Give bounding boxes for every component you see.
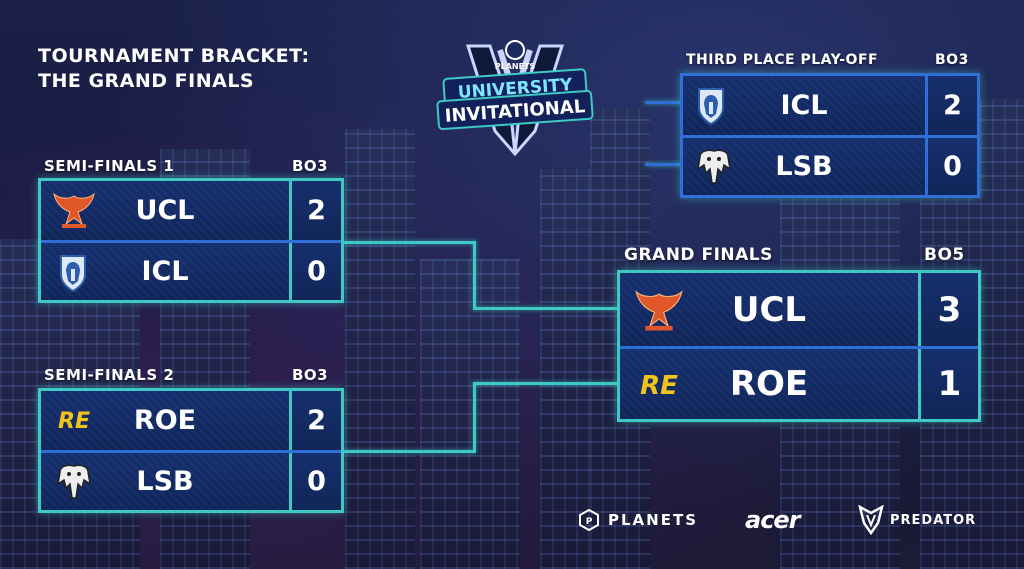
lsb-elephant-icon (691, 144, 737, 190)
team-score: 0 (925, 138, 977, 195)
sponsor-planets: P PLANETS (578, 505, 698, 535)
predator-text: PREDATOR (890, 512, 977, 528)
third-match: ICL 2 LSB 0 (680, 73, 980, 198)
team-score: 2 (925, 76, 977, 135)
semi2-row-2: LSB 0 (41, 450, 341, 510)
team-score: 0 (289, 243, 341, 300)
logo-top-text: PLANETS (495, 62, 536, 71)
icl-helmet-icon (55, 251, 91, 295)
team-cell: LSB (41, 453, 289, 510)
final-row-1: UCL 3 (620, 273, 978, 346)
third-row-1: ICL 2 (683, 76, 977, 135)
connector-lower-vertical (473, 382, 476, 453)
team-score: 3 (918, 273, 978, 346)
semi1-row-1: UCL 2 (41, 181, 341, 240)
semi1-label: SEMI-FINALS 1 (44, 157, 175, 175)
final-row-2: RE ROE 1 (620, 346, 978, 419)
planets-logo-icon: P (579, 509, 599, 531)
roe-logo-icon: RE (51, 399, 97, 443)
background-building (345, 129, 415, 569)
roe-logo-text: RE (640, 371, 678, 401)
team-cell: ICL (41, 243, 289, 300)
team-cell: RE ROE (620, 349, 918, 419)
final-match: UCL 3 RE ROE 1 (617, 270, 981, 422)
team-name: ROE (133, 405, 197, 436)
semi2-label: SEMI-FINALS 2 (44, 366, 175, 384)
team-score: 1 (918, 349, 978, 419)
acer-text: acer (745, 506, 801, 534)
ucl-phoenix-icon (51, 187, 97, 233)
team-score: 2 (289, 391, 341, 450)
event-logo: PLANETS UNIVERSITY INVITATIONAL (430, 36, 600, 157)
team-name: ICL (141, 256, 189, 287)
ucl-phoenix-icon (632, 285, 686, 335)
semi2-format: BO3 (292, 366, 329, 384)
semi1-match: UCL 2 ICL 0 (38, 178, 344, 303)
team-name: ICL (780, 90, 828, 121)
semi2-row-1: RE ROE 2 (41, 391, 341, 450)
connector-third-bottom (645, 163, 681, 166)
connector-semi2-out (343, 450, 475, 453)
predator-logo-icon (858, 505, 884, 535)
team-cell: UCL (41, 181, 289, 240)
team-name: UCL (135, 195, 195, 226)
team-cell: RE ROE (41, 391, 289, 450)
team-score: 2 (289, 181, 341, 240)
connector-semi1-out (343, 241, 475, 244)
team-name: LSB (775, 151, 833, 182)
team-cell: LSB (683, 138, 925, 195)
sponsor-predator: PREDATOR (858, 505, 976, 535)
title-line-2: THE GRAND FINALS (38, 70, 255, 92)
final-format: BO5 (924, 245, 965, 265)
background-building (420, 259, 520, 569)
semi1-row-2: ICL 0 (41, 240, 341, 300)
team-cell: ICL (683, 76, 925, 135)
team-cell: UCL (620, 273, 918, 346)
team-name: ROE (729, 364, 809, 404)
svg-text:P: P (586, 517, 593, 527)
roe-logo-icon: RE (632, 363, 686, 409)
team-name: LSB (136, 466, 194, 497)
connector-upper-final (473, 307, 619, 310)
lsb-elephant-icon (51, 459, 97, 505)
final-label: GRAND FINALS (624, 245, 773, 265)
sponsor-acer: acer (745, 505, 801, 535)
roe-logo-text: RE (58, 408, 90, 434)
icl-helmet-icon (693, 84, 729, 128)
connector-third-top (645, 101, 681, 104)
page-title: TOURNAMENT BRACKET: THE GRAND FINALS (38, 44, 310, 94)
third-row-2: LSB 0 (683, 135, 977, 195)
title-line-1: TOURNAMENT BRACKET: (38, 45, 310, 67)
third-format: BO3 (935, 52, 969, 68)
connector-upper-vertical (473, 241, 476, 309)
third-label: THIRD PLACE PLAY-OFF (686, 52, 879, 68)
team-score: 0 (289, 453, 341, 510)
planets-text: PLANETS (608, 511, 698, 529)
connector-lower-final (473, 382, 619, 385)
semi1-format: BO3 (292, 157, 329, 175)
semi2-match: RE ROE 2 LSB 0 (38, 388, 344, 513)
team-name: UCL (731, 289, 807, 330)
